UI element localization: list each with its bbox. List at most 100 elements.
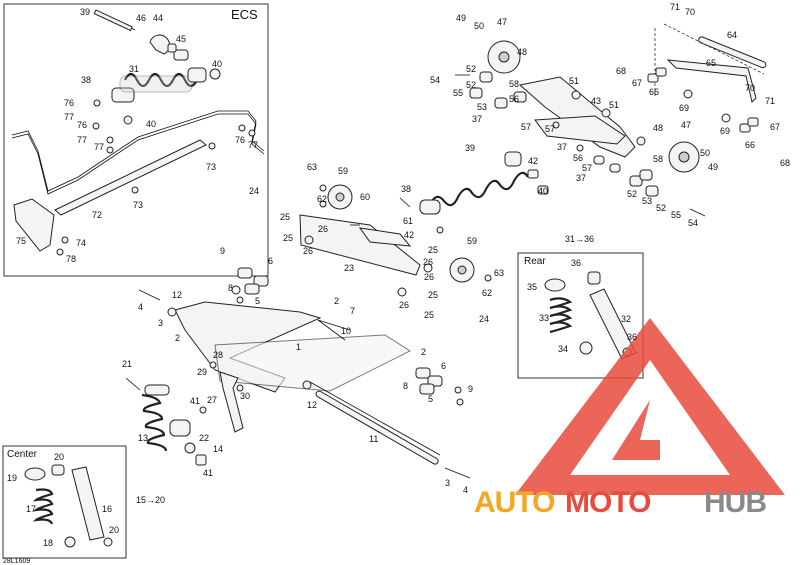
callout-c44: 44 (153, 13, 163, 23)
callout-c8b: 8 (403, 381, 408, 391)
callout-c25a: 25 (280, 212, 290, 222)
callout-c38b: 38 (401, 184, 411, 194)
callout-c29: 29 (197, 367, 207, 377)
callout-c40b: 40 (146, 119, 156, 129)
callout-c37b: 37 (557, 142, 567, 152)
callout-c1520: 15→20 (136, 495, 165, 505)
callout-c52d: 52 (656, 203, 666, 213)
callout-c50b: 50 (700, 148, 710, 158)
callout-c26a: 26 (318, 224, 328, 234)
callout-c31: 31 (129, 64, 139, 74)
callout-c32: 32 (621, 314, 631, 324)
callout-c26e: 26 (399, 300, 409, 310)
callout-c12b: 12 (307, 400, 317, 410)
callout-c40c: 40 (538, 186, 548, 196)
callout-c17: 17 (26, 504, 36, 514)
callout-c2b: 2 (175, 333, 180, 343)
callout-c48b: 48 (653, 123, 663, 133)
callout-c77b: 77 (77, 135, 87, 145)
callout-c11: 11 (369, 434, 378, 444)
callout-c20b: 20 (109, 525, 119, 535)
callout-c49b: 49 (708, 162, 718, 172)
center-shock-parts (24, 464, 113, 548)
callout-c23: 23 (344, 263, 354, 273)
callout-c38a: 38 (81, 75, 91, 85)
ecs-parts (11, 9, 265, 256)
rear-box-title: Rear (524, 256, 546, 267)
rear-box (517, 252, 644, 379)
callout-c41a: 41 (190, 396, 200, 406)
callout-c39a: 39 (80, 7, 90, 17)
callout-c56a: 56 (509, 94, 519, 104)
callout-c62b: 62 (482, 288, 492, 298)
callout-c57c: 57 (582, 163, 592, 173)
callout-c37a: 37 (472, 114, 482, 124)
callout-c58a: 58 (509, 79, 519, 89)
callout-c70b: 70 (745, 83, 755, 93)
callout-c6a: 6 (268, 256, 273, 266)
callout-c53b: 53 (642, 196, 652, 206)
front-arm-assembly (125, 267, 471, 479)
callout-c35: 35 (527, 282, 537, 292)
center-assembly (299, 151, 549, 297)
callout-c77d: 77 (248, 140, 258, 150)
callout-c70a: 70 (685, 7, 695, 17)
callout-c49: 49 (456, 13, 466, 23)
callout-c63b: 63 (494, 268, 504, 278)
callout-c69a: 69 (679, 103, 689, 113)
callout-c53a: 53 (477, 102, 487, 112)
callout-c78: 78 (66, 254, 76, 264)
callout-c71b: 71 (765, 96, 775, 106)
callout-c52c: 52 (627, 189, 637, 199)
callout-c67a: 67 (632, 78, 642, 88)
callout-c43: 43 (591, 96, 601, 106)
callout-c26d: 26 (424, 272, 434, 282)
automotohub-watermark: AUTO MOTO HUB (474, 318, 785, 519)
callout-c19: 19 (7, 473, 17, 483)
callout-c47a: 47 (497, 17, 507, 27)
callout-c63a: 63 (307, 162, 317, 172)
callout-c3a: 3 (158, 318, 163, 328)
callout-c76c: 76 (235, 135, 245, 145)
callout-c73a: 73 (206, 162, 216, 172)
callout-c3136: 31→36 (565, 234, 594, 244)
callout-c6b: 6 (441, 361, 446, 371)
callout-c4a: 4 (138, 302, 143, 312)
callout-c59a: 59 (338, 166, 348, 176)
callout-c54b: 54 (688, 218, 698, 228)
callout-c21: 21 (122, 359, 132, 369)
callout-c12a: 12 (172, 290, 182, 300)
callout-c66b: 66 (745, 140, 755, 150)
document-id: 28L1609 (3, 558, 30, 565)
callout-c55b: 55 (671, 210, 681, 220)
callout-c76b: 76 (77, 120, 87, 130)
callout-c5b: 5 (428, 394, 433, 404)
callout-c65: 65 (706, 58, 716, 68)
callout-c58b: 58 (653, 154, 663, 164)
rear-arm-assembly (455, 23, 767, 217)
callout-c47b: 47 (681, 120, 691, 130)
callout-c42b: 42 (404, 230, 414, 240)
watermark-moto: MOTO (565, 486, 651, 519)
callout-c50a: 50 (474, 21, 484, 31)
callout-c5a: 5 (255, 296, 260, 306)
callout-c75: 75 (16, 236, 26, 246)
callout-c13: 13 (138, 433, 148, 443)
callout-c8a: 8 (228, 283, 233, 293)
callout-c7: 7 (350, 306, 355, 316)
callout-c77a: 77 (64, 112, 74, 122)
callout-c41b: 41 (203, 468, 213, 478)
callout-c52a: 52 (466, 64, 476, 74)
center-box (2, 445, 127, 559)
callout-c61: 61 (403, 216, 413, 226)
callout-c9b: 9 (468, 384, 473, 394)
center-box-title: Center (7, 449, 38, 460)
callout-c24b: 24 (479, 314, 489, 324)
ecs-box (3, 3, 269, 277)
callout-c57a: 57 (521, 122, 531, 132)
callout-c18: 18 (43, 538, 53, 548)
callout-c30: 30 (240, 391, 250, 401)
callout-c69b: 69 (720, 126, 730, 136)
callout-c51b: 51 (609, 100, 619, 110)
